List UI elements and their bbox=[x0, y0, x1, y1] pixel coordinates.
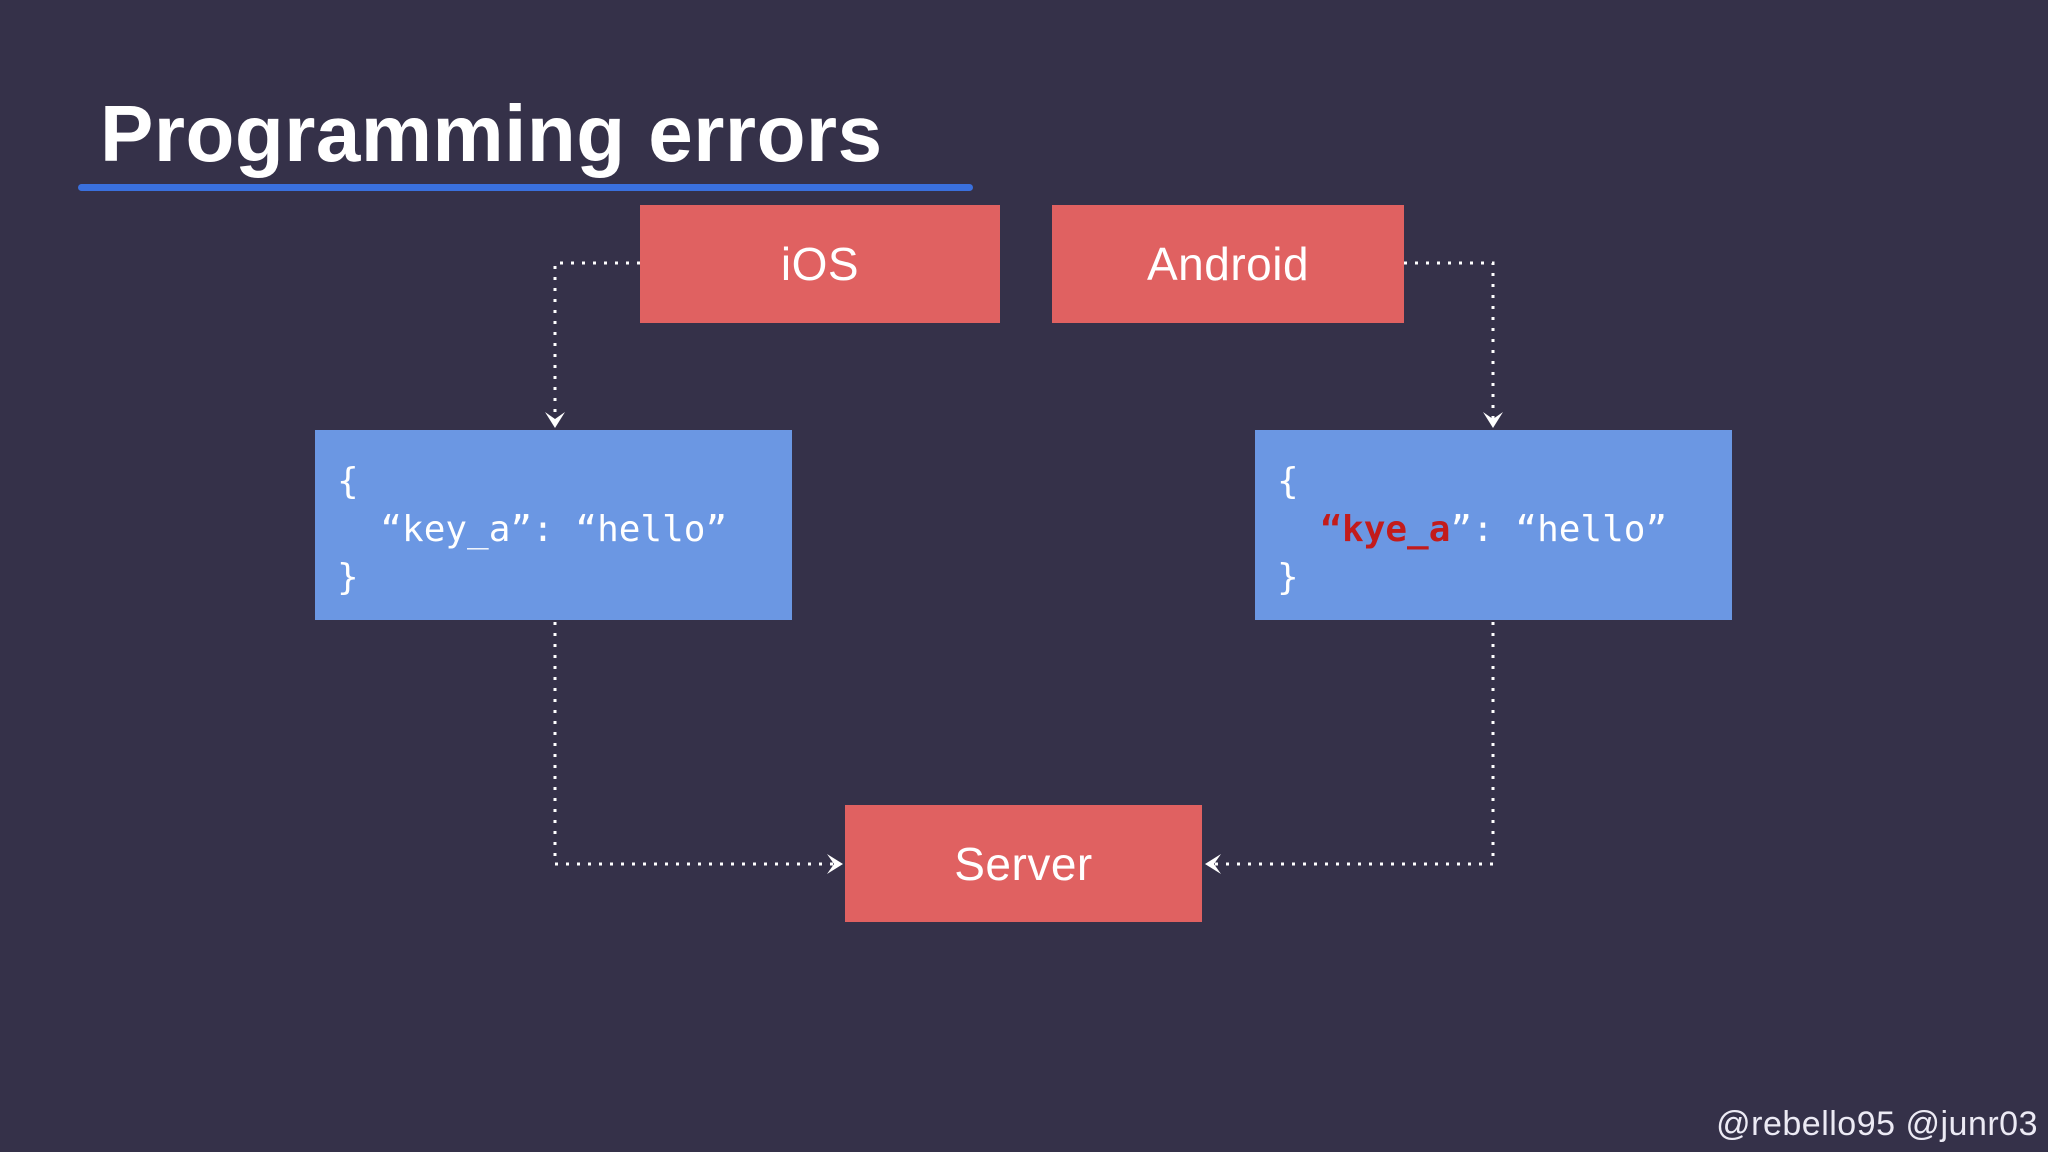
code-line: { bbox=[1277, 458, 1667, 506]
node-server: Server bbox=[845, 805, 1202, 922]
node-server-label: Server bbox=[954, 837, 1093, 890]
code-segment: { bbox=[1277, 461, 1299, 502]
code-line: “key_a”: “hello” bbox=[337, 506, 727, 554]
json-code-ios: { “key_a”: “hello”} bbox=[337, 458, 727, 602]
arrowhead-left-icon bbox=[1205, 854, 1221, 874]
code-segment: ”: “hello” bbox=[1450, 509, 1668, 550]
json-payload-ios: { “key_a”: “hello”} bbox=[315, 430, 792, 620]
code-segment: } bbox=[337, 557, 359, 598]
connector-ios-to-json-line bbox=[553, 261, 640, 422]
json-code-android: { “kye_a”: “hello”} bbox=[1277, 458, 1667, 602]
code-segment: { bbox=[337, 461, 359, 502]
attribution: @rebello95 @junr03 bbox=[1716, 1105, 2038, 1143]
page-title: Programming errors bbox=[100, 89, 883, 178]
node-ios: iOS bbox=[640, 205, 1000, 323]
arrowhead-down-icon bbox=[1483, 412, 1503, 428]
connector-android-to-json-line bbox=[1404, 261, 1495, 422]
arrowhead-right-icon bbox=[827, 854, 843, 874]
code-line: “kye_a”: “hello” bbox=[1277, 506, 1667, 554]
connector-json-to-server-left-line bbox=[553, 622, 836, 866]
json-payload-android: { “kye_a”: “hello”} bbox=[1255, 430, 1732, 620]
code-line: { bbox=[337, 458, 727, 506]
code-line: } bbox=[337, 554, 727, 602]
code-segment: “key_a”: “hello” bbox=[337, 509, 728, 550]
node-android-label: Android bbox=[1146, 238, 1310, 290]
code-line: } bbox=[1277, 554, 1667, 602]
code-segment: } bbox=[1277, 557, 1299, 598]
connector-json-to-server-right-line bbox=[1212, 622, 1495, 866]
code-segment-error: “kye_a bbox=[1277, 509, 1451, 550]
title-underline bbox=[78, 184, 973, 191]
arrowhead-down-icon bbox=[545, 412, 565, 428]
node-android: Android bbox=[1052, 205, 1404, 323]
node-ios-label: iOS bbox=[780, 238, 860, 290]
